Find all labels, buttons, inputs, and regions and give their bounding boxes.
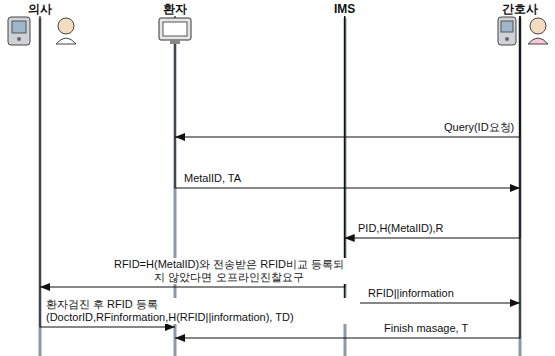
message-arrow [40, 16, 345, 287]
nurse-figure [528, 18, 548, 44]
message-arrow [345, 16, 520, 238]
message-arrow [175, 16, 520, 137]
actor-label: 간호사 [500, 2, 540, 16]
message-label: MetalID, TA [182, 172, 243, 185]
message-label: RFID=H(MetalID)와 전송받은 RFID비교 등록되지 않았다면 오… [108, 258, 350, 284]
actor-label: IMS [332, 2, 357, 16]
pda-icon [498, 17, 516, 45]
doctor-figure [56, 18, 76, 44]
actor-label: 환자 [161, 2, 189, 16]
actor-name: 의사 [26, 2, 54, 16]
message-arrow [345, 16, 520, 303]
actor-name: 환자 [161, 2, 189, 16]
message-label: Finish masage, T [382, 322, 470, 335]
actor-label: 의사 [26, 2, 54, 16]
message-label: Query(ID요청) [442, 121, 516, 134]
actor-name: IMS [332, 2, 357, 16]
message-arrow [175, 16, 520, 188]
message-label: PID,H(MetalID),R [356, 222, 446, 235]
message-label: RFID||information [366, 287, 456, 300]
pda-icon [8, 17, 30, 45]
patient-monitor [159, 18, 191, 44]
actor-name: 간호사 [500, 2, 540, 16]
message-arrow [175, 16, 520, 338]
message-label: 환자검진 후 RFID 등록 (DoctorID,RFinformation,H… [44, 298, 360, 324]
